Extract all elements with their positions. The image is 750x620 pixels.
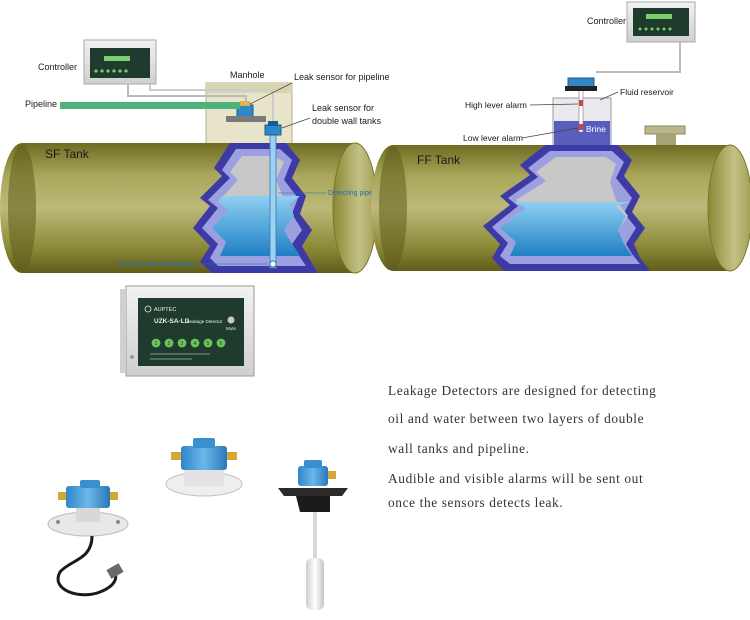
leak-sensor-double-wall-label-1: Leak sensor for — [312, 103, 374, 113]
controller-right-cable — [596, 42, 681, 73]
double-wall-sensor — [264, 124, 282, 136]
low-level-alarm-label: Low lever alarm — [463, 133, 523, 143]
ff-tank-label: FF Tank — [417, 153, 461, 167]
leak-sensor-pipeline-label: Leak sensor for pipeline — [294, 72, 390, 82]
description-line-4: Audible and visible alarms will be sent … — [388, 471, 644, 486]
channel-1: 1 — [155, 341, 158, 347]
device-model-suffix: Leakage Detector — [187, 319, 223, 324]
controller-left-cable-2 — [149, 84, 274, 121]
fluid-reservoir-label: Fluid reservoir — [620, 87, 674, 97]
float-sensor-product — [278, 460, 348, 610]
high-level-alarm-label: High lever alarm — [465, 100, 527, 110]
device-brand: AUPTEC — [154, 307, 176, 313]
channel-indicators: 1 2 3 4 5 6 — [151, 338, 226, 348]
brine-label: Brine — [586, 124, 606, 134]
description-line-5: once the sensors detects leak. — [388, 495, 564, 510]
pipeline — [60, 102, 240, 109]
channel-4: 4 — [194, 341, 197, 347]
channel-6: 6 — [220, 341, 223, 347]
channel-2: 2 — [168, 341, 171, 347]
pipeline-sensor-product — [165, 438, 243, 497]
sf-tank-body — [0, 143, 377, 273]
device-model: UZK-SA-LD — [154, 318, 190, 325]
leakage-detector-controller: AUPTEC UZK-SA-LD Leakage Detector Mute 1… — [120, 285, 255, 377]
ff-tank — [371, 77, 750, 272]
mute-label: Mute — [226, 326, 237, 331]
manhole-label: Manhole — [230, 70, 265, 80]
controller-left-cable — [127, 84, 247, 104]
sf-tank-end-cap — [332, 142, 378, 274]
pipeline-label: Pipeline — [25, 99, 57, 109]
ff-liquid — [500, 202, 632, 256]
leak-sensor-double-wall-label-2: double wall tanks — [312, 116, 382, 126]
oil-water-label: Oil and water distinguish — [118, 261, 194, 268]
controller-left-label: Controller — [38, 62, 77, 72]
sf-tank — [0, 82, 378, 274]
controller-right — [626, 1, 696, 43]
ff-tank-end-cap — [707, 144, 750, 272]
sf-tank-label: SF Tank — [45, 147, 90, 161]
description-line-1: Leakage Detectors are designed for detec… — [388, 383, 657, 398]
detecting-pipe — [269, 133, 277, 269]
controller-left — [83, 39, 157, 85]
controller-right-label: Controller — [587, 16, 626, 26]
description-line-3: wall tanks and pipeline. — [388, 441, 530, 456]
channel-3: 3 — [181, 341, 184, 347]
detecting-pipe-label: Detecting pipe — [328, 190, 373, 197]
flange-sensor-product — [47, 480, 129, 597]
channel-5: 5 — [207, 341, 210, 347]
description-line-2: oil and water between two layers of doub… — [388, 411, 645, 426]
mute-button[interactable] — [227, 316, 235, 324]
sf-liquid — [212, 196, 300, 256]
